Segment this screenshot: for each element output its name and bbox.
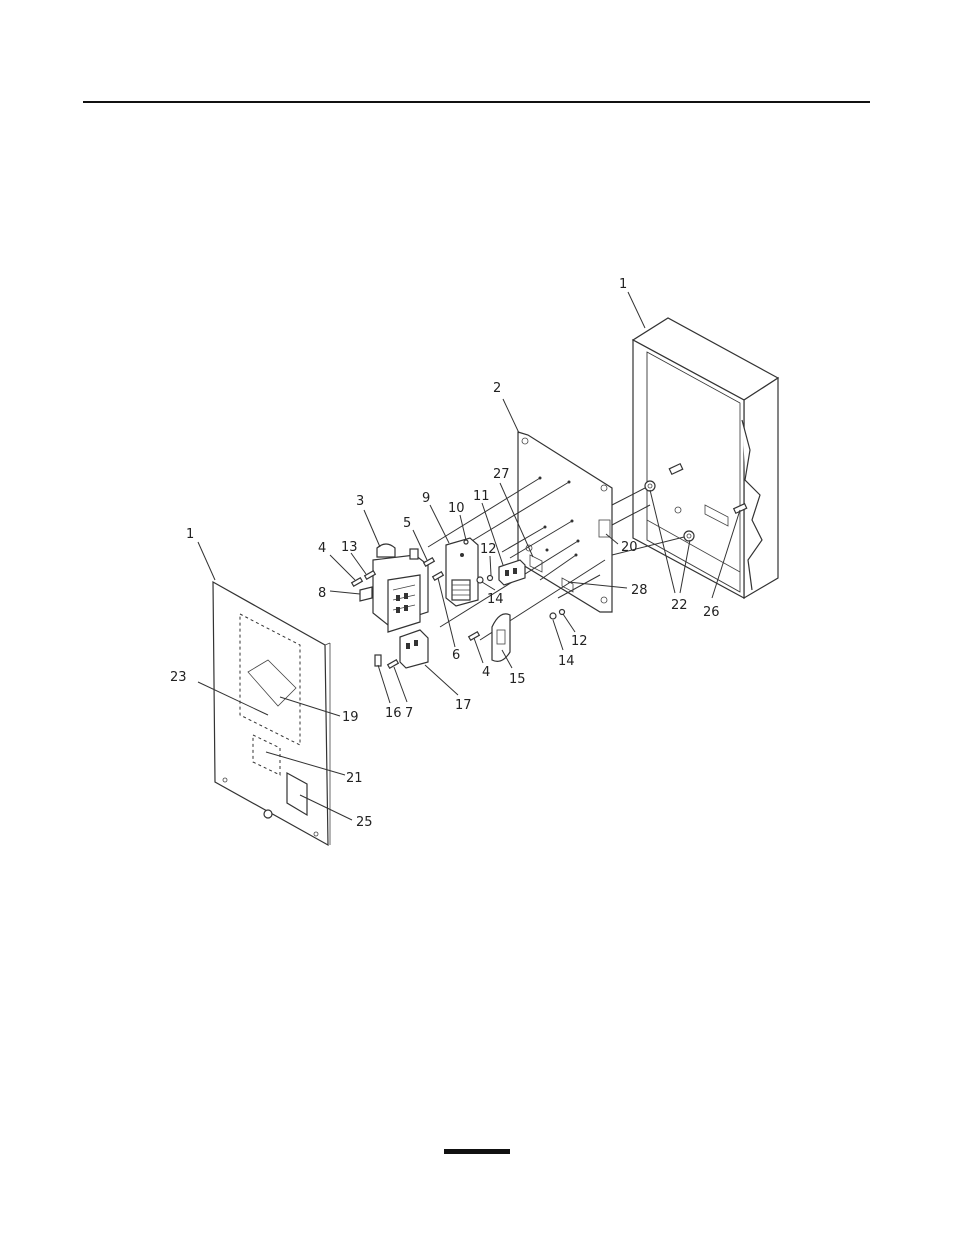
bracket (492, 614, 510, 662)
nut-12-b (560, 610, 565, 615)
callout-2: 2 (493, 381, 501, 396)
nut-12-a (488, 576, 493, 581)
callout-17: 17 (455, 698, 472, 713)
callout-20: 20 (621, 540, 638, 555)
terminal-board (446, 538, 478, 606)
nut-10 (464, 540, 468, 544)
callout-21: 21 (346, 771, 363, 786)
washer-22-b (684, 531, 694, 541)
callout-14-a: 14 (487, 592, 504, 607)
callout-10: 10 (448, 501, 465, 516)
callout-1-cover: 1 (186, 527, 194, 542)
callout-14-b: 14 (558, 654, 575, 669)
callout-26: 26 (703, 605, 720, 620)
callout-3: 3 (356, 494, 364, 509)
screw-5 (424, 558, 435, 566)
callout-28: 28 (631, 583, 648, 598)
callout-12-b: 12 (571, 634, 588, 649)
callout-8: 8 (318, 586, 326, 601)
callout-11: 11 (473, 489, 490, 504)
nut-14-b (550, 613, 556, 619)
callout-25: 25 (356, 815, 373, 830)
fuse (375, 655, 381, 666)
callout-23: 23 (170, 670, 187, 685)
footer-mark (444, 1149, 510, 1154)
relay-assembly (360, 544, 428, 632)
breaker-block (400, 630, 428, 668)
washer-22-a (645, 481, 655, 491)
callout-27: 27 (493, 467, 510, 482)
callout-7: 7 (405, 706, 413, 721)
callout-12-a: 12 (480, 542, 497, 557)
callout-19: 19 (342, 710, 359, 725)
screw-4-a (352, 578, 363, 586)
enclosure-box (633, 318, 778, 598)
callout-13: 13 (341, 540, 358, 555)
callout-9: 9 (422, 491, 430, 506)
screw-7 (388, 660, 399, 668)
callout-1-enclosure: 1 (619, 277, 627, 292)
callout-6: 6 (452, 648, 460, 663)
front-cover (213, 582, 330, 845)
callout-4-b: 4 (482, 665, 490, 680)
callout-4-a: 4 (318, 541, 326, 556)
callout-16: 16 (385, 706, 402, 721)
callout-22: 22 (671, 598, 688, 613)
callout-15: 15 (509, 672, 526, 687)
callout-5: 5 (403, 516, 411, 531)
